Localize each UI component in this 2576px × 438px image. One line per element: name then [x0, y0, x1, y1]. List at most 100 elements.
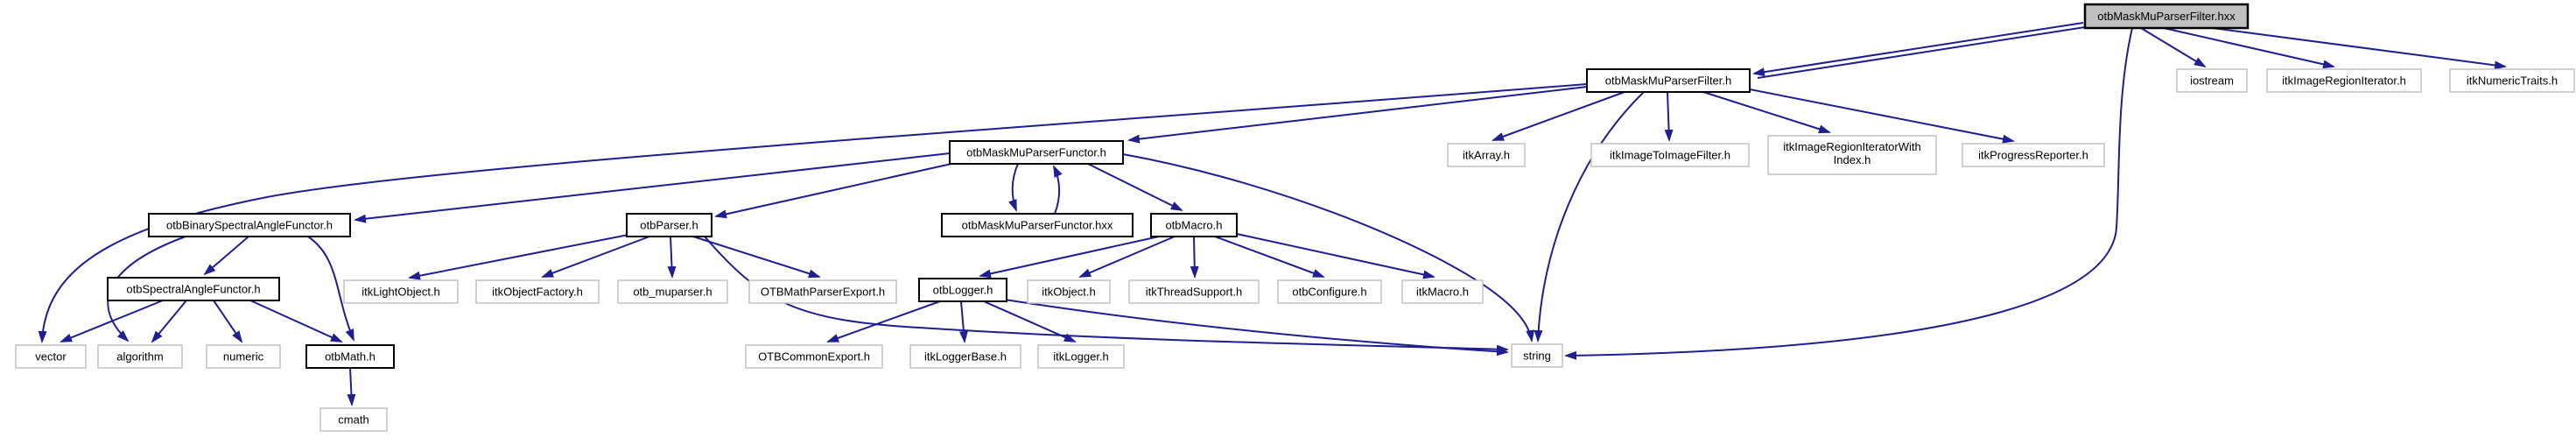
edge-filter-h-to-itkimageregioniteratorwithindex-h	[1702, 91, 1831, 134]
node-box-numeric	[206, 344, 281, 369]
edge-functor-h-to-otbmacro-h	[1087, 163, 1183, 211]
edge-otbparser-h-to-itkobjectfactory-h	[541, 236, 650, 278]
graph-node-otbmaskmuparserfunctor-h[interactable]: otbMaskMuParserFunctor.h	[949, 140, 1124, 165]
node-box-itknumerictraits-h	[2449, 68, 2575, 93]
node-box-itklightobject-h	[343, 279, 459, 304]
node-label-otbbinaryspectralanglefunctor-h: otbBinarySpectralAngleFunctor.h	[166, 219, 333, 232]
node-box-otblogger-h[interactable]	[918, 278, 1007, 302]
node-box-otbspectralanglefunctor-h[interactable]	[107, 277, 280, 301]
node-box-itkimagetoimagefilter-h	[1590, 143, 1750, 167]
graph-node-otbparser-h[interactable]: otbParser.h	[626, 213, 712, 237]
edge-otbmacro-h-to-itkobject-h	[1078, 236, 1176, 278]
node-box-itkobjectfactory-h	[475, 279, 600, 304]
graph-node-itkprogressreporter-h: itkProgressReporter.h	[1962, 143, 2105, 167]
node-box-otbmaskmuparserfunctor-hxx[interactable]	[941, 213, 1134, 237]
node-box-itkmacro-h	[1401, 279, 1484, 304]
graph-node-itklogger-h: itkLogger.h	[1037, 344, 1125, 369]
node-box-otbmaskmuparserfunctor-h[interactable]	[949, 140, 1124, 165]
node-box-vector	[15, 344, 87, 369]
graph-node-itkmacro-h: itkMacro.h	[1401, 279, 1484, 304]
edge-filter-hxx-to-filter-h	[1752, 22, 2084, 77]
edge-otbspectralanglefunctor-h-to-algorithm	[151, 300, 187, 343]
edge-otbparser-h-to-itklightobject-h	[408, 234, 629, 280]
node-box-otbmaskmuparserfilter-hxx	[2083, 3, 2250, 30]
edge-filter-h-to-itkimagetoimagefilter-h	[1664, 91, 1674, 142]
graph-node-itkthreadsupport-h: itkThreadSupport.h	[1128, 279, 1260, 304]
edge-otbmacro-h-to-itkmacro-h	[1236, 233, 1435, 279]
edge-otbbinaryspectralanglefunctor-h-to-otbspectralanglefunctor-h	[203, 236, 249, 276]
node-label-itkmacro-h: itkMacro.h	[1416, 286, 1469, 299]
edge-otblogger-h-to-string	[1004, 299, 1509, 357]
node-label-otbspectralanglefunctor-h: otbSpectralAngleFunctor.h	[126, 283, 260, 296]
node-box-otbmacro-h[interactable]	[1150, 213, 1238, 237]
graph-node-itkobject-h: itkObject.h	[1027, 279, 1111, 304]
edge-otblogger-h-to-itklogger-h	[983, 300, 1077, 343]
node-box-itklogger-h	[1037, 344, 1125, 369]
edge-otbmacro-h-to-otblogger-h	[979, 236, 1160, 279]
edge-filter-hxx-to-string	[1564, 27, 2133, 360]
node-label-otbmaskmuparserfilter-h: otbMaskMuParserFilter.h	[1605, 74, 1732, 88]
graph-node-algorithm: algorithm	[97, 344, 183, 369]
node-box-otbparser-h[interactable]	[626, 213, 712, 237]
node-label-itknumerictraits-h: itkNumericTraits.h	[2467, 74, 2558, 88]
node-label-cmath: cmath	[338, 413, 369, 427]
graph-node-itkobjectfactory-h: itkObjectFactory.h	[475, 279, 600, 304]
graph-node-otbmaskmuparserfunctor-hxx[interactable]: otbMaskMuParserFunctor.hxx	[941, 213, 1134, 237]
edge-otbmacro-h-to-otbconfigure-h	[1214, 236, 1325, 278]
node-label-algorithm: algorithm	[116, 350, 163, 364]
node-label-otbmaskmuparserfunctor-hxx: otbMaskMuParserFunctor.hxx	[962, 219, 1113, 232]
edge-functor-hxx-to-functor-h	[1053, 165, 1063, 215]
node-label-otbparser-h: otbParser.h	[640, 219, 698, 232]
graph-node-otbspectralanglefunctor-h[interactable]: otbSpectralAngleFunctor.h	[107, 277, 280, 301]
node-label-itkarray-h: itkArray.h	[1463, 149, 1510, 162]
node-label-iostream: iostream	[2190, 74, 2234, 88]
graph-node-string: string	[1511, 343, 1563, 368]
node-box-string	[1511, 343, 1563, 368]
edge-otbspectralanglefunctor-h-to-otbmath-h	[249, 300, 343, 343]
edge-filter-hxx-to-filter-h-parallel	[1757, 26, 2086, 79]
edge-filter-h-to-functor-h	[1127, 86, 1588, 144]
node-label-otbmaskmuparserfunctor-h: otbMaskMuParserFunctor.h	[966, 146, 1106, 159]
node-label-otb-muparser-h: otb_muparser.h	[633, 286, 712, 299]
node-box-otbmath-h[interactable]	[305, 344, 395, 369]
node-box-itkobject-h	[1027, 279, 1111, 304]
node-label-otblogger-h: otbLogger.h	[933, 284, 993, 297]
node-box-itkloggerbase-h	[909, 344, 1021, 369]
node-box-cmath	[319, 407, 388, 432]
node-label-otbmacro-h: otbMacro.h	[1165, 219, 1222, 232]
edge-functor-h-to-string	[1122, 153, 1535, 343]
node-label-itkthreadsupport-h: itkThreadSupport.h	[1146, 286, 1243, 299]
graph-node-otbconfigure-h: otbConfigure.h	[1277, 279, 1382, 304]
node-box-otbbinaryspectralanglefunctor-h[interactable]	[148, 213, 351, 237]
node-label-itkloggerbase-h: itkLoggerBase.h	[924, 350, 1007, 364]
graph-node-otbmaskmuparserfilter-h[interactable]: otbMaskMuParserFilter.h	[1586, 68, 1751, 93]
node-box-algorithm	[97, 344, 183, 369]
edge-filter-hxx-to-itknumerictraits-h	[2212, 27, 2507, 70]
graph-node-otbmathparserexport-h: OTBMathParserExport.h	[748, 279, 897, 304]
node-label-itkimageregioniterator-h: itkImageRegionIterator.h	[2282, 74, 2406, 88]
graph-node-otbmath-h[interactable]: otbMath.h	[305, 344, 395, 369]
node-label-itkprogressreporter-h: itkProgressReporter.h	[1978, 149, 2088, 162]
graph-node-iostream: iostream	[2176, 68, 2248, 93]
edge-filter-hxx-to-itkimageregioniterator-h	[2163, 27, 2335, 69]
node-label-otbmaskmuparserfilter-hxx: otbMaskMuParserFilter.hxx	[2097, 10, 2236, 23]
edge-otbparser-h-to-otb-muparser-h	[667, 236, 677, 279]
node-box-otbmathparserexport-h	[748, 279, 897, 304]
edge-otblogger-h-to-otbcommonexport-h	[826, 300, 941, 343]
edges-layer	[38, 22, 2507, 406]
graph-node-otbbinaryspectralanglefunctor-h[interactable]: otbBinarySpectralAngleFunctor.h	[148, 213, 351, 237]
edge-filter-h-to-itkprogressreporter-h	[1749, 88, 2015, 144]
node-label-itkobject-h: itkObject.h	[1042, 286, 1095, 299]
node-box-otbmaskmuparserfilter-h[interactable]	[1586, 68, 1751, 93]
graph-node-itkloggerbase-h: itkLoggerBase.h	[909, 344, 1021, 369]
graph-node-otblogger-h[interactable]: otbLogger.h	[918, 278, 1007, 302]
node-box-otb-muparser-h	[617, 279, 728, 304]
node-box-itkimageregioniterator-h	[2266, 68, 2422, 93]
node-box-otbcommonexport-h	[745, 344, 883, 369]
graph-node-itknumerictraits-h: itkNumericTraits.h	[2449, 68, 2575, 93]
node-label-itkobjectfactory-h: itkObjectFactory.h	[492, 286, 583, 299]
graph-node-otbmacro-h[interactable]: otbMacro.h	[1150, 213, 1238, 237]
